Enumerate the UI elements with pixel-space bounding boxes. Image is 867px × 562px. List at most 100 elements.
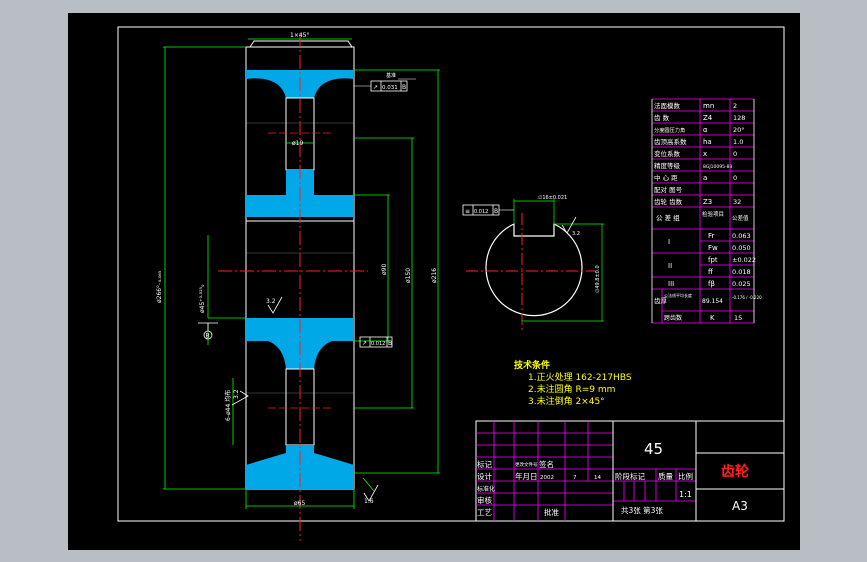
param-symbol: ha <box>703 138 712 146</box>
param-name: 中 心 距 <box>654 173 678 182</box>
tolerance-symbol: ff <box>708 268 713 276</box>
dim-chamfer-top: 1×45° <box>290 32 309 39</box>
param-name: 法面模数 <box>654 101 681 110</box>
param-symbol: Z3 <box>703 198 712 206</box>
tooth-sub1-tol: -0.176 / -0.220 <box>732 295 762 300</box>
param-value: 2 <box>733 102 737 110</box>
scale-value: 1:1 <box>679 490 692 499</box>
roughness-web: 3.2 <box>233 389 240 399</box>
tb-biaozhun: 标准化 <box>477 485 495 493</box>
param-name: 变位系数 <box>654 149 681 158</box>
datum-symbol: B <box>198 322 218 340</box>
param-name: 齿顶高系数 <box>654 137 687 146</box>
material-value: 45 <box>644 440 663 458</box>
runout-lower-value: 0.012 <box>371 341 385 347</box>
roughness-left: 3.2 <box>266 298 276 305</box>
tb-ratio: 比例 <box>678 471 693 481</box>
svg-text:B: B <box>494 208 498 215</box>
tb-qianming: 签名 <box>539 459 554 469</box>
param-symbol: α <box>703 126 708 134</box>
technical-notes: 技术条件 1.正火处理 162-217HBS 2.未注圆角 R=9 mm 3.未… <box>514 359 632 407</box>
tb-day: 14 <box>594 475 601 481</box>
tolerance-symbol: fpt <box>708 256 718 264</box>
tb-shenhe: 审核 <box>477 495 492 505</box>
group-name: II <box>668 262 672 270</box>
svg-text:B: B <box>206 333 210 340</box>
gear-outline <box>245 46 355 490</box>
tb-gongyi: 工艺 <box>477 508 492 517</box>
dim-holes: 6-ø44 均布 <box>224 390 232 421</box>
group-name: III <box>668 280 674 288</box>
svg-text:B: B <box>388 340 392 347</box>
dim-keyway-width: ∅16±0.021 <box>538 195 567 201</box>
notes-title: 技术条件 <box>514 359 550 371</box>
tb-stage: 阶段标记 <box>615 471 645 481</box>
param-symbol: a <box>703 174 707 182</box>
tolerance-value: 0.018 <box>732 268 751 276</box>
keyway-view: ∅16±0.021 ∅49.8±0.0 3.2 ≡ 0.012 B <box>462 195 604 333</box>
dim-keyway-depth: ∅49.8±0.0 <box>595 265 601 293</box>
tolerance-symbol: Fw <box>708 244 718 252</box>
note-2: 2.未注圆角 R=9 mm <box>528 383 615 395</box>
tb-sheets: 共3张 第3张 <box>621 505 663 515</box>
param-name: 配对 图号 <box>654 185 683 194</box>
param-symbol: 8GJ10095-88 <box>703 164 732 170</box>
svg-text:↗: ↗ <box>373 84 378 91</box>
tb-date-label: 年月日 <box>515 471 538 481</box>
note-1: 1.正火处理 162-217HBS <box>528 371 632 383</box>
runout-upper-value: 0.031 <box>382 85 398 91</box>
tb-gengai: 更改文件号 <box>515 461 538 468</box>
dim-tip-diameter: ø266⁰₋₀.₀₆₅ <box>156 270 163 303</box>
tb-biaoji: 标记 <box>477 459 492 469</box>
gear-section-view <box>218 33 368 541</box>
svg-text:B: B <box>402 84 406 91</box>
tooth-sub2-sym: K <box>710 314 715 322</box>
keyway-tol-value: 0.012 <box>474 209 488 215</box>
tb-month: 7 <box>573 475 577 481</box>
tooth-sub1: 公法线平均长度 <box>664 292 692 298</box>
lower-rim-section <box>246 445 354 489</box>
tb-year: 2002 <box>540 475 554 481</box>
note-3: 3.未注倒角 2×45° <box>528 395 605 407</box>
datum-label: 基准 <box>386 72 396 79</box>
part-name: 齿轮 <box>721 463 749 480</box>
param-symbol: x <box>703 150 707 158</box>
tolerance-symbol: Fr <box>708 232 715 240</box>
keyway-roughness: 3.2 <box>572 231 580 237</box>
dim-bore-tol: ø45⁺⁰·⁰²⁵₀ <box>199 284 206 313</box>
tooth-sub2-val: 15 <box>734 314 742 322</box>
group-header-name: 公 差 组 <box>656 213 680 222</box>
param-name: 齿轮 齿数 <box>654 197 683 206</box>
group-name: I <box>668 238 670 246</box>
param-name: 分度圆压力角 <box>654 126 685 134</box>
tolerance-value: 0.050 <box>732 244 751 252</box>
param-value: 20° <box>733 126 745 134</box>
tooth-label: 齿厚 <box>654 297 668 305</box>
drawing-border <box>117 26 785 522</box>
dim-web-diameter: ø90 <box>381 264 388 275</box>
param-symbol: Z4 <box>703 114 713 122</box>
tb-sheji: 设计 <box>477 471 492 481</box>
engineering-drawing: 1×45° ø19 ø65 ø266⁰₋₀.₀₆₅ ø45⁺⁰·⁰²⁵₀ ø90… <box>117 26 785 541</box>
tolerance-value: 0.025 <box>732 280 751 288</box>
tb-weight: 质量 <box>658 471 673 481</box>
tolerance-symbol: fβ <box>708 280 715 288</box>
param-symbol: mn <box>703 102 714 110</box>
tb-pizhun: 批准 <box>544 507 559 517</box>
sheet-size: A3 <box>732 499 748 513</box>
param-name: 齿 数 <box>654 113 670 122</box>
dim-hub-bore: ø19 <box>292 140 303 147</box>
tolerance-frame-upper: ↗ 0.031 B 基准 <box>354 72 416 92</box>
param-value: 32 <box>733 198 741 206</box>
svg-text:≡: ≡ <box>465 208 470 215</box>
tooth-sub1-value: 89.154 <box>702 298 723 305</box>
tolerance-value: 0.063 <box>732 232 751 240</box>
dimension-lines <box>163 38 440 509</box>
tolerance-frame-lower: ↗ 0.012 B <box>359 336 393 348</box>
param-value: 1.0 <box>733 138 743 146</box>
dim-hub-diameter: ø150 <box>405 268 412 283</box>
tolerance-value: ±0.022 <box>732 256 756 264</box>
param-name: 精度等级 <box>654 161 681 170</box>
bore-with-keyway <box>485 223 583 317</box>
